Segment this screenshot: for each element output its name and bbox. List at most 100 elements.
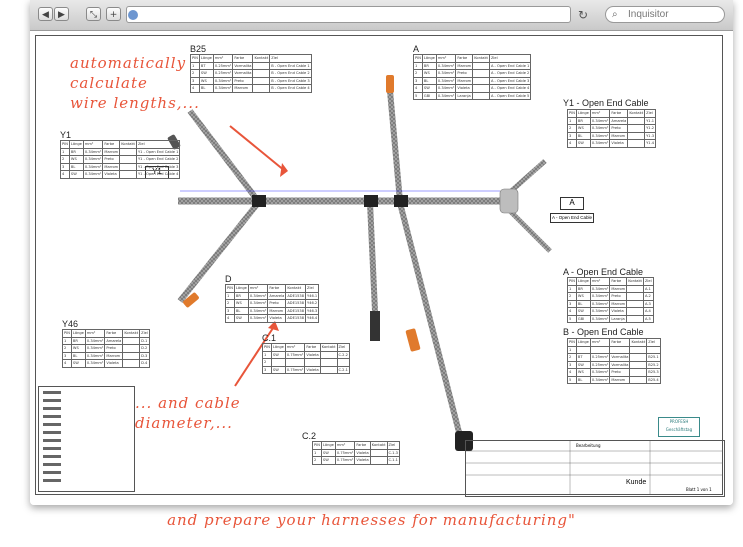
table-cell: 0.34mm² xyxy=(82,170,104,179)
titleblock-name-label: Bearbeitung xyxy=(576,443,601,448)
legend-box xyxy=(38,386,135,492)
table-cell: Preto xyxy=(609,368,631,377)
table-cell: 4 xyxy=(413,84,423,93)
forward-button[interactable]: ▶ xyxy=(54,7,69,21)
table-cell: Amarela xyxy=(609,116,629,125)
table-cell: Preto xyxy=(104,344,124,353)
table-cell: 0.34mm² xyxy=(589,375,611,384)
table-cell: 0.25mm² xyxy=(589,353,611,362)
table-cell: 0.34mm² xyxy=(589,307,611,316)
table-cell: GBI xyxy=(575,314,591,323)
table-cell: Y46.1 xyxy=(304,291,320,300)
titleblock-customer: Kunde xyxy=(626,479,647,486)
table-cell: 3 xyxy=(225,306,235,315)
table-header-cell: Farbe xyxy=(455,54,474,63)
table-cell: 0.75mm² xyxy=(334,448,356,457)
table-cell: 1 xyxy=(567,116,577,125)
table-cell: SW xyxy=(575,307,591,316)
table-header-cell: PIN xyxy=(60,140,70,149)
table-cell: BL xyxy=(575,299,591,308)
table-header-cell: Ziel xyxy=(304,284,320,293)
add-tab-button[interactable]: + xyxy=(106,7,121,21)
table-cell: Y1 - Open End Cable 3 xyxy=(135,162,181,171)
table-cell: 3 xyxy=(60,162,70,171)
title-block: Bearbeitung Kunde Blatt 1 von 1 xyxy=(465,440,725,497)
table-cell: 0.34mm² xyxy=(82,162,104,171)
table-cell xyxy=(609,345,631,354)
table-header-cell: mm² xyxy=(589,338,611,347)
table-cell: C.2.2 xyxy=(336,350,350,359)
table-cell: B25.1 xyxy=(646,353,661,362)
table-c2-title: C.2 xyxy=(302,431,317,441)
address-bar[interactable] xyxy=(126,6,571,23)
tag-a: A xyxy=(560,197,584,210)
table-cell: 3 xyxy=(567,131,577,140)
table-cell: SW xyxy=(68,170,84,179)
table-cell: 1 xyxy=(567,284,577,293)
branch-c-cable xyxy=(397,202,463,437)
table-cell: B - Open End Cable 4 xyxy=(269,84,312,93)
table-cell: BL xyxy=(575,375,591,384)
table-cell xyxy=(319,365,338,374)
back-button[interactable]: ◀ xyxy=(38,7,53,21)
table-cell: 0.34mm² xyxy=(589,314,611,323)
table-a-title: A xyxy=(413,44,420,54)
table-header-cell: Kontakt xyxy=(629,338,648,347)
branch-a-cable xyxy=(387,90,403,202)
table-cell: C.2.1 xyxy=(336,365,350,374)
table-cell: BR xyxy=(70,336,86,345)
table-cell: 1 xyxy=(225,291,235,300)
table-c1-title: C.1 xyxy=(262,333,277,343)
table-cell xyxy=(252,61,271,70)
table-cell: Marrom xyxy=(232,84,254,93)
table-cell: Violeta xyxy=(455,84,474,93)
connector-c2 xyxy=(455,431,473,451)
titleblock-grid xyxy=(465,440,723,495)
table-header-cell: PIN xyxy=(567,277,577,286)
table-header-cell: Länge xyxy=(198,54,214,63)
reload-icon[interactable]: ↻ xyxy=(578,8,589,22)
table-cell: 0.34mm² xyxy=(84,359,106,368)
table-cell: 2 xyxy=(567,124,577,133)
arrow-wire-length xyxy=(229,125,286,172)
search-field[interactable]: ⌕ Inquisitor xyxy=(605,6,725,23)
table-cell: Violeta xyxy=(354,456,371,465)
table-cell xyxy=(629,345,648,354)
resize-button[interactable]: ⤡ xyxy=(86,7,101,21)
table-cell: D.2 xyxy=(139,344,150,353)
table-header-cell: Farbe xyxy=(232,54,254,63)
table-cell: 3 xyxy=(413,76,423,85)
table-cell: BL xyxy=(233,306,249,315)
table-header-cell: Länge xyxy=(320,441,336,450)
table-cell: Vormalita xyxy=(609,360,631,369)
table-cell: 2 xyxy=(567,292,577,301)
table-header-cell: Ziel xyxy=(135,140,181,149)
table-header-cell: PIN xyxy=(413,54,423,63)
table-cell: Laranja xyxy=(609,314,628,323)
table-header-cell: mm² xyxy=(435,54,457,63)
table-cell: ADE1538 xyxy=(285,314,306,323)
table-header-cell: Ziel xyxy=(488,54,532,63)
table-cell: 0.34mm² xyxy=(589,284,611,293)
connector-y46 xyxy=(183,292,199,308)
table-cell xyxy=(646,345,661,354)
table-cell: WS xyxy=(575,124,591,133)
table-cell: BR xyxy=(233,291,249,300)
annotation-line: automatically xyxy=(70,54,187,72)
table-cell xyxy=(369,456,388,465)
table-cell: Violeta xyxy=(104,359,124,368)
table-cell: BT xyxy=(575,353,591,362)
table-cell: Y1 - Open End Cable 2 xyxy=(135,155,181,164)
